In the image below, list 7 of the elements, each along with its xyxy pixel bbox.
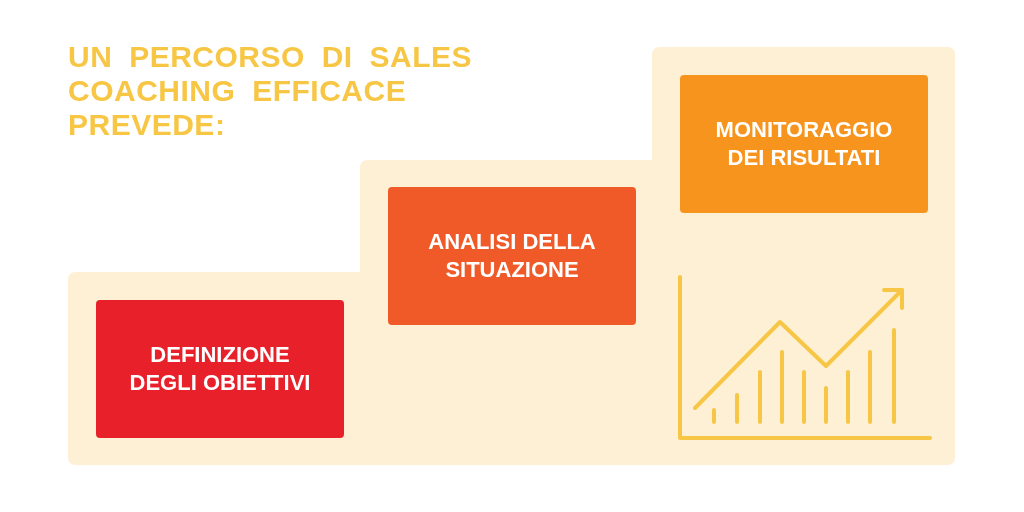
step-box [388, 187, 636, 325]
step-label: ANALISI DELLA SITUAZIONE [427, 228, 597, 284]
title: UN PERCORSO DI SALES COACHING EFFICACE PREVEDE: [68, 40, 474, 142]
step-label: MONITORAGGIO DEI RISULTATI [714, 116, 894, 172]
step-box [680, 75, 928, 213]
step-label: DEFINIZIONE DEGLI OBIETTIVI [128, 341, 312, 397]
step-box [96, 300, 344, 438]
